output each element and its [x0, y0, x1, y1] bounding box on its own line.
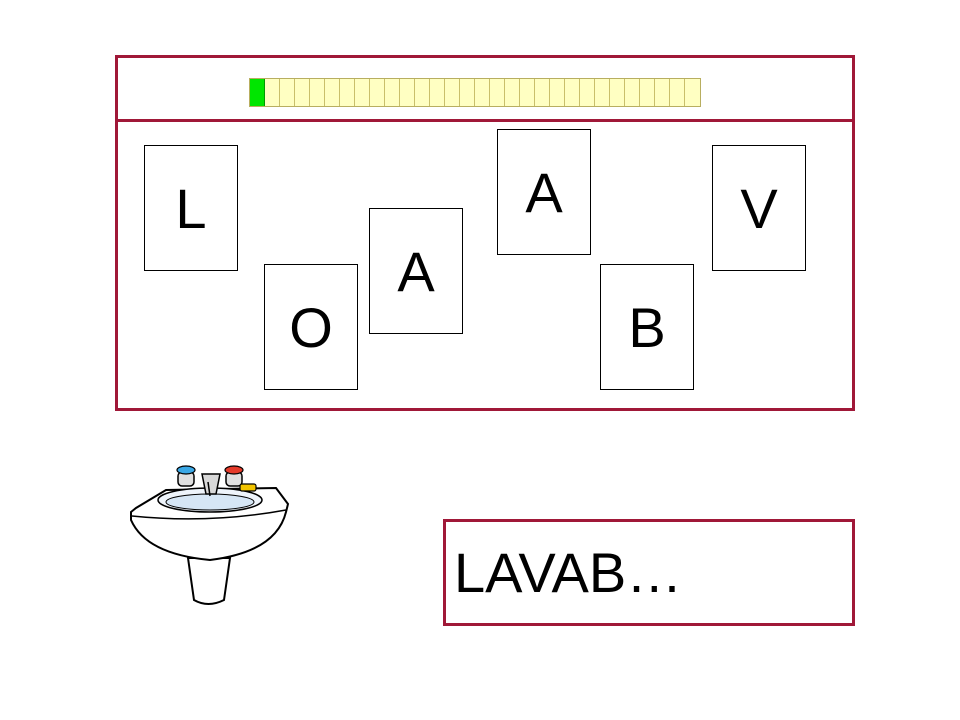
progress-segment	[445, 79, 460, 106]
progress-segment	[580, 79, 595, 106]
progress-segment	[415, 79, 430, 106]
progress-segment	[355, 79, 370, 106]
progress-segment	[565, 79, 580, 106]
progress-segment	[370, 79, 385, 106]
progress-segment	[295, 79, 310, 106]
answer-text: LAVAB…	[454, 541, 683, 604]
progress-segment	[505, 79, 520, 106]
letter-tile-b[interactable]: B	[600, 264, 694, 390]
progress-segment	[610, 79, 625, 106]
progress-segment	[490, 79, 505, 106]
letter-tile-v[interactable]: V	[712, 145, 806, 271]
progress-segment	[265, 79, 280, 106]
progress-bar	[249, 78, 701, 107]
letter-tile-l[interactable]: L	[144, 145, 238, 271]
progress-segment	[550, 79, 565, 106]
progress-segment	[400, 79, 415, 106]
letter-tile-o[interactable]: O	[264, 264, 358, 390]
washbasin-icon	[130, 465, 290, 605]
progress-segment	[280, 79, 295, 106]
letter-tile-a-1[interactable]: A	[369, 208, 463, 334]
progress-segment	[460, 79, 475, 106]
progress-segment	[535, 79, 550, 106]
progress-segment	[385, 79, 400, 106]
progress-segment	[640, 79, 655, 106]
progress-segment	[685, 79, 700, 106]
progress-segment	[475, 79, 490, 106]
progress-segment	[655, 79, 670, 106]
progress-segment	[310, 79, 325, 106]
progress-segment	[250, 79, 265, 106]
letter-tile-a-2[interactable]: A	[497, 129, 591, 255]
progress-segment	[340, 79, 355, 106]
progress-segment	[670, 79, 685, 106]
progress-segment	[325, 79, 340, 106]
progress-segment	[625, 79, 640, 106]
answer-box: LAVAB…	[443, 519, 855, 626]
board-divider	[118, 119, 852, 122]
progress-segment	[520, 79, 535, 106]
progress-segment	[595, 79, 610, 106]
progress-segment	[430, 79, 445, 106]
